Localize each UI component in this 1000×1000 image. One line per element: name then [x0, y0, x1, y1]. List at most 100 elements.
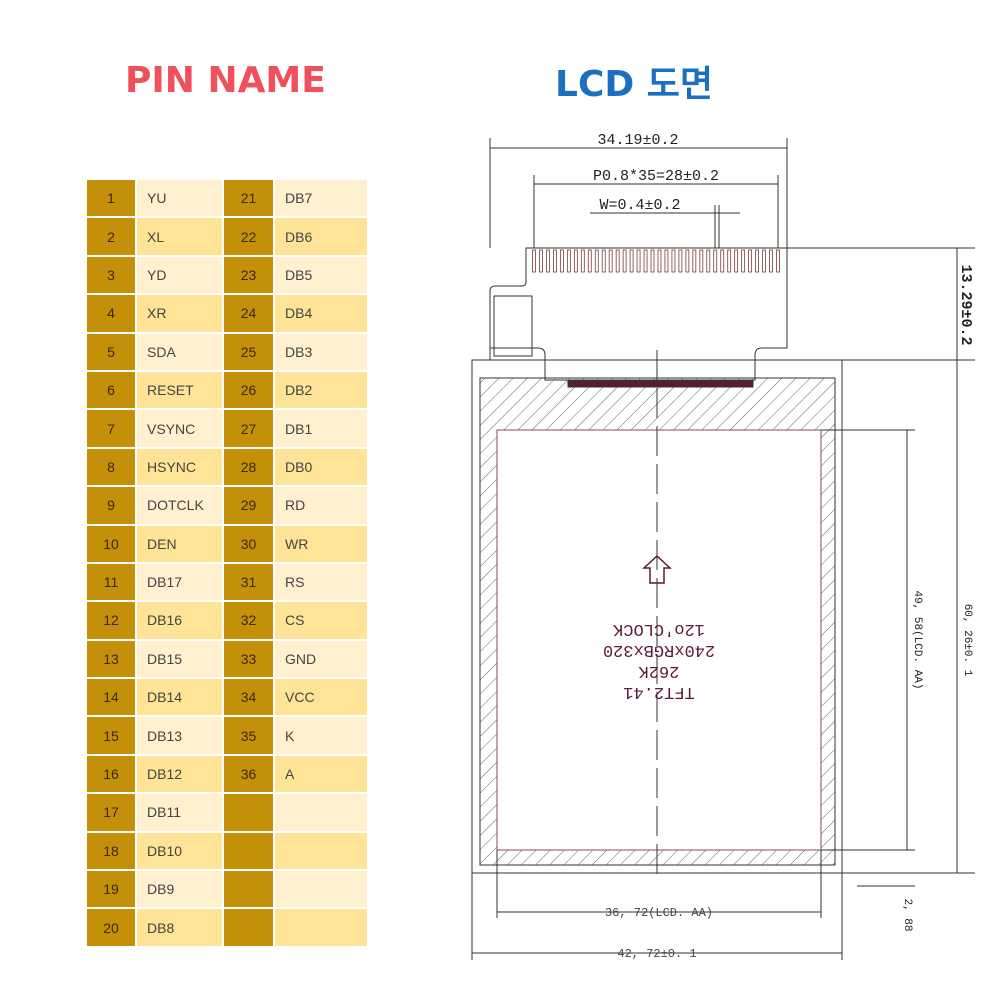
- fpc-outline: [489, 247, 788, 381]
- pin-name: DOTCLK: [137, 487, 222, 524]
- pin-number: 10: [87, 525, 135, 562]
- pin-name: XR: [137, 295, 222, 332]
- pin-name: DB13: [137, 717, 222, 754]
- fpc-pin: [587, 249, 592, 273]
- pin-number: 33: [224, 640, 273, 678]
- pin-name: RS: [275, 563, 367, 601]
- fpc-pin: [573, 249, 578, 273]
- fpc-pin: [622, 249, 627, 273]
- dim-h: 60, 26±0. 1: [961, 604, 973, 677]
- pin-number: 25: [224, 333, 273, 370]
- pin-number: 26: [224, 371, 273, 409]
- fpc-pin: [762, 249, 766, 273]
- fpc-pin: [559, 249, 564, 273]
- fpc-pin: [741, 249, 746, 273]
- fpc-tab: [493, 295, 533, 357]
- pin-name: CS: [275, 602, 367, 639]
- pin-name: [275, 909, 367, 946]
- pin-name: YU: [137, 180, 222, 217]
- up-arrow-icon: [642, 554, 672, 584]
- label-orientation: 12o'CLOCK: [612, 619, 705, 638]
- fpc-pin: [748, 249, 753, 273]
- pin-name: DB6: [275, 218, 367, 255]
- fpc-pin: [706, 249, 711, 273]
- pin-name: DB2: [275, 371, 367, 409]
- fpc-pin: [678, 249, 683, 273]
- pin-name: HSYNC: [137, 448, 222, 486]
- pin-number: 3: [87, 256, 135, 294]
- pin-name: DB0: [275, 448, 367, 486]
- pin-name: DB17: [137, 563, 222, 601]
- fpc-pin: [685, 249, 690, 273]
- fpc-pin: [769, 249, 773, 273]
- pin-name: VSYNC: [137, 410, 222, 447]
- pin-name: DB15: [137, 640, 222, 678]
- pin-name: [275, 794, 367, 831]
- pin-name: DB7: [275, 180, 367, 217]
- pin-name: [275, 871, 367, 908]
- dim-bottom: 2, 88: [901, 898, 913, 931]
- fpc-pin: [539, 249, 543, 273]
- pin-name: DB4: [275, 295, 367, 332]
- pin-number: 22: [224, 218, 273, 255]
- fpc-pin: [546, 249, 550, 273]
- fpc-pin: [580, 249, 585, 273]
- fpc-pin: [671, 249, 676, 273]
- pin-number: 15: [87, 717, 135, 754]
- pin-number: 30: [224, 525, 273, 562]
- pin-name: DB8: [137, 909, 222, 946]
- ic-strip: [567, 380, 754, 388]
- pin-name: DEN: [137, 525, 222, 562]
- pin-number: [224, 909, 273, 946]
- pin-number: 16: [87, 755, 135, 793]
- pin-name: A: [275, 755, 367, 793]
- pin-number: 21: [224, 180, 273, 217]
- pin-number: 5: [87, 333, 135, 370]
- fpc-pin: [713, 249, 718, 273]
- fpc-pin: [594, 249, 599, 273]
- pin-number: 18: [87, 832, 135, 870]
- fpc-pin: [720, 249, 725, 273]
- fpc-pin: [629, 249, 634, 273]
- pin-number: 13: [87, 640, 135, 678]
- dim-fpc: 13.29±0.2: [957, 264, 974, 345]
- pin-number: [224, 871, 273, 908]
- fpc-pin: [776, 249, 780, 273]
- pin-number: 24: [224, 295, 273, 332]
- pin-number: 36: [224, 755, 273, 793]
- pin-number: 2: [87, 218, 135, 255]
- fpc-pin: [608, 249, 613, 273]
- dim-width: 34.19±0.2: [597, 132, 678, 149]
- pin-number: 28: [224, 448, 273, 486]
- label-resolution: 240xRGBx320: [603, 640, 715, 659]
- fpc-pins: /* placeholder */: [532, 249, 780, 273]
- pin-name: DB1: [275, 410, 367, 447]
- pin-number: 11: [87, 563, 135, 601]
- pin-number: 7: [87, 410, 135, 447]
- pin-number: 32: [224, 602, 273, 639]
- pin-name: YD: [137, 256, 222, 294]
- pin-number: 14: [87, 679, 135, 716]
- pin-number: 31: [224, 563, 273, 601]
- fpc-pin: [566, 249, 571, 273]
- pin-number: 4: [87, 295, 135, 332]
- dim-pitch: P0.8*35=28±0.2: [593, 168, 719, 185]
- dim-aa-h: 49, 58(LCD. AA): [911, 590, 923, 689]
- pin-number: 8: [87, 448, 135, 486]
- pin-name: RD: [275, 487, 367, 524]
